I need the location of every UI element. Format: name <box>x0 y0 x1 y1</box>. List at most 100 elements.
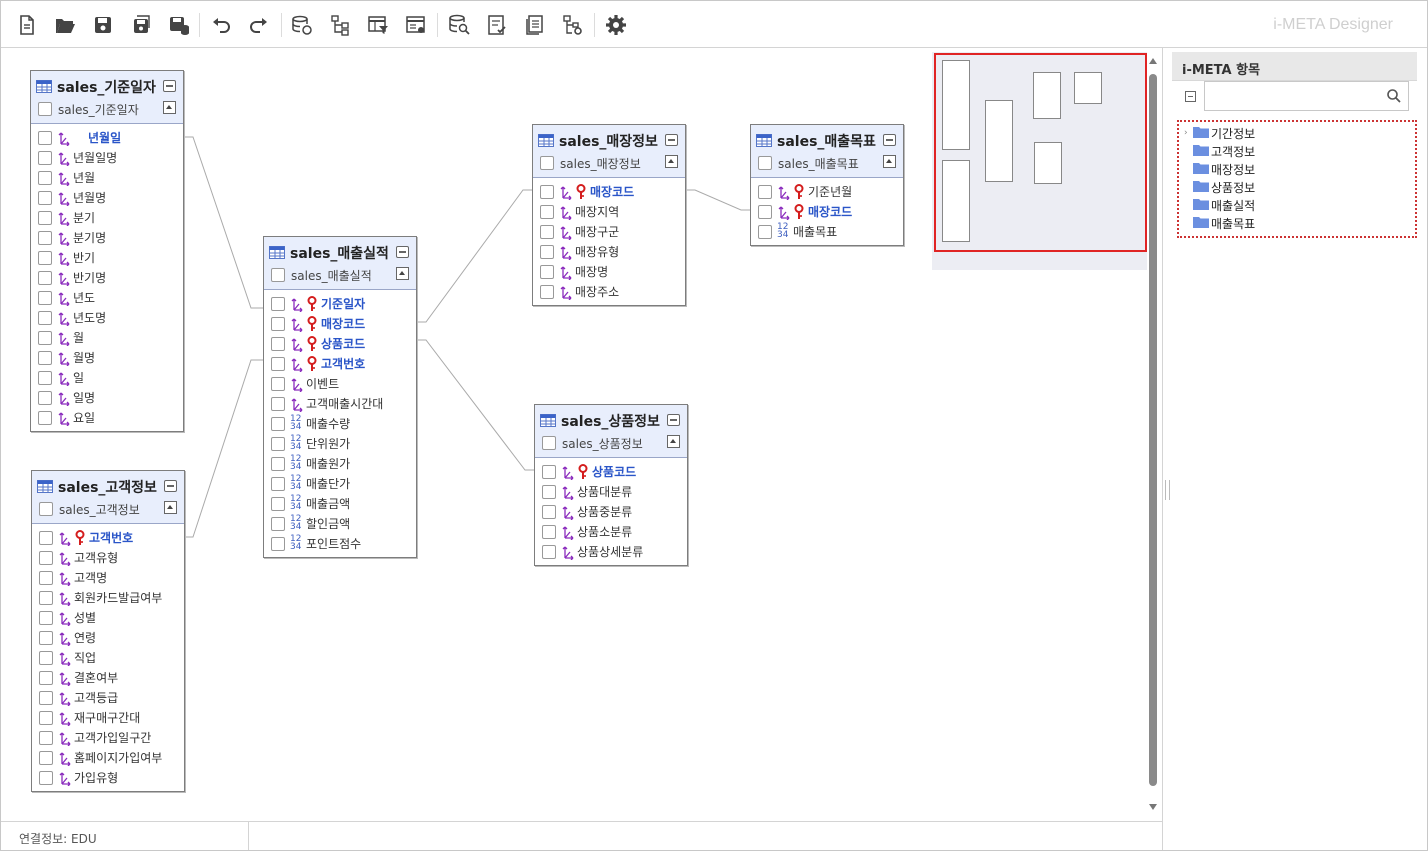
column-checkbox[interactable] <box>39 651 53 665</box>
column-row[interactable]: 재구매구간대 <box>32 708 184 728</box>
column-checkbox[interactable] <box>758 185 772 199</box>
column-checkbox[interactable] <box>39 671 53 685</box>
column-checkbox[interactable] <box>39 711 53 725</box>
column-checkbox[interactable] <box>38 131 52 145</box>
column-checkbox[interactable] <box>271 457 285 471</box>
column-checkbox[interactable] <box>271 337 285 351</box>
column-row[interactable]: 고객번호 <box>264 354 416 374</box>
collapse-table-icon[interactable] <box>396 267 409 280</box>
column-checkbox[interactable] <box>271 417 285 431</box>
column-checkbox[interactable] <box>271 397 285 411</box>
column-row[interactable]: 연령 <box>32 628 184 648</box>
column-checkbox[interactable] <box>38 391 52 405</box>
column-checkbox[interactable] <box>271 357 285 371</box>
column-checkbox[interactable] <box>39 531 53 545</box>
new-document-icon[interactable] <box>15 13 39 37</box>
column-row[interactable]: 매장코드 <box>751 202 903 222</box>
column-checkbox[interactable] <box>39 731 53 745</box>
column-checkbox[interactable] <box>39 691 53 705</box>
table-menu-icon[interactable] <box>163 80 176 92</box>
column-row[interactable]: 년월일 <box>31 128 183 148</box>
collapse-table-icon[interactable] <box>164 501 177 514</box>
column-row[interactable]: 직업 <box>32 648 184 668</box>
column-checkbox[interactable] <box>39 751 53 765</box>
column-checkbox[interactable] <box>542 465 556 479</box>
column-checkbox[interactable] <box>271 497 285 511</box>
column-checkbox[interactable] <box>758 225 772 239</box>
column-row[interactable]: 고객명 <box>32 568 184 588</box>
column-checkbox[interactable] <box>39 771 53 785</box>
table-menu-icon[interactable] <box>396 246 409 258</box>
scroll-up-icon[interactable] <box>1149 58 1157 64</box>
column-checkbox[interactable] <box>38 271 52 285</box>
collapse-table-icon[interactable] <box>163 101 176 114</box>
column-row[interactable]: 분기 <box>31 208 183 228</box>
column-row[interactable]: 매장구군 <box>533 222 685 242</box>
column-checkbox[interactable] <box>39 611 53 625</box>
database-search-icon[interactable] <box>447 13 471 37</box>
column-checkbox[interactable] <box>271 537 285 551</box>
column-row[interactable]: 년월 <box>31 168 183 188</box>
column-checkbox[interactable] <box>38 231 52 245</box>
select-all-checkbox[interactable] <box>758 156 772 170</box>
gear-icon[interactable] <box>604 13 628 37</box>
table-menu-icon[interactable] <box>883 134 896 146</box>
column-row[interactable]: 상품코드 <box>535 462 687 482</box>
column-row[interactable]: 성별 <box>32 608 184 628</box>
hierarchy-icon[interactable] <box>328 13 352 37</box>
column-checkbox[interactable] <box>38 291 52 305</box>
table-menu-icon[interactable] <box>164 480 177 492</box>
select-all-checkbox[interactable] <box>39 502 53 516</box>
column-row[interactable]: 상품소분류 <box>535 522 687 542</box>
open-folder-icon[interactable] <box>53 13 77 37</box>
table-settings-icon[interactable] <box>404 13 428 37</box>
column-row[interactable]: 이벤트 <box>264 374 416 394</box>
column-row[interactable]: 년도 <box>31 288 183 308</box>
minimap[interactable] <box>932 52 1147 270</box>
column-row[interactable]: 년월일명 <box>31 148 183 168</box>
redo-icon[interactable] <box>247 13 271 37</box>
column-checkbox[interactable] <box>39 631 53 645</box>
select-all-checkbox[interactable] <box>271 268 285 282</box>
column-checkbox[interactable] <box>540 245 554 259</box>
column-row[interactable]: 요일 <box>31 408 183 428</box>
column-checkbox[interactable] <box>540 225 554 239</box>
column-checkbox[interactable] <box>271 477 285 491</box>
column-row[interactable]: 매장코드 <box>264 314 416 334</box>
column-row[interactable]: 분기명 <box>31 228 183 248</box>
search-input[interactable] <box>1204 81 1409 111</box>
column-checkbox[interactable] <box>39 551 53 565</box>
column-row[interactable]: 고객매출시간대 <box>264 394 416 414</box>
column-checkbox[interactable] <box>38 311 52 325</box>
column-row[interactable]: 년월명 <box>31 188 183 208</box>
column-row[interactable]: 고객번호 <box>32 528 184 548</box>
vertical-scrollbar[interactable] <box>1146 52 1160 814</box>
column-checkbox[interactable] <box>758 205 772 219</box>
column-row[interactable]: 가입유형 <box>32 768 184 788</box>
scroll-down-icon[interactable] <box>1149 804 1157 810</box>
column-row[interactable]: 홈페이지가입여부 <box>32 748 184 768</box>
table-filter-icon[interactable] <box>366 13 390 37</box>
column-row[interactable]: 기준일자 <box>264 294 416 314</box>
column-checkbox[interactable] <box>542 485 556 499</box>
collapse-all-icon[interactable] <box>1185 91 1196 102</box>
column-checkbox[interactable] <box>38 171 52 185</box>
column-row[interactable]: 고객가입일구간 <box>32 728 184 748</box>
column-row[interactable]: 월명 <box>31 348 183 368</box>
column-checkbox[interactable] <box>542 525 556 539</box>
column-checkbox[interactable] <box>540 265 554 279</box>
column-checkbox[interactable] <box>540 285 554 299</box>
database-link-icon[interactable] <box>290 13 314 37</box>
